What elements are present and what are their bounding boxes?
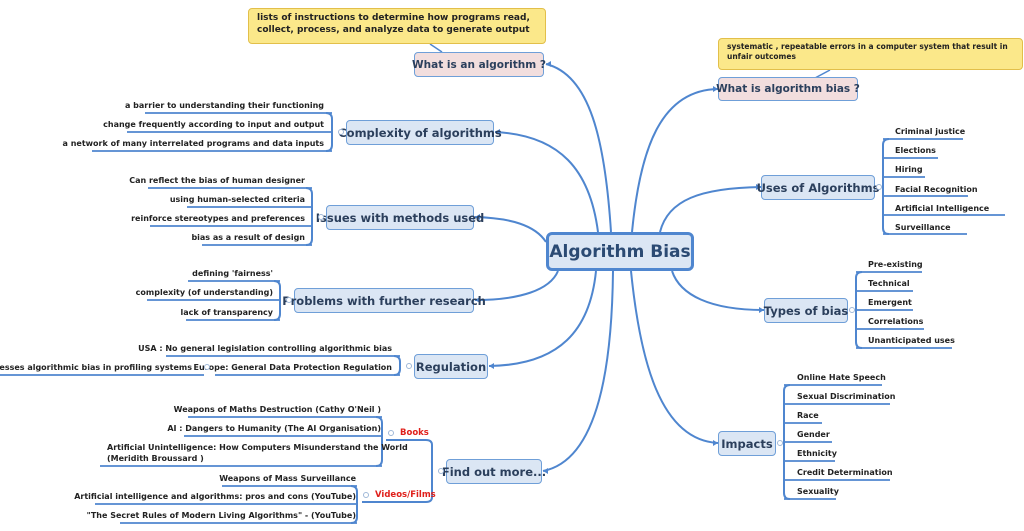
leaf-issues-4[interactable]: bias as a result of design [191, 233, 305, 242]
leaf-regulation-usa[interactable]: USA : No general legislation controlling… [138, 344, 392, 353]
leaf-regulation-europe[interactable]: Europe: General Data Protection Regulati… [193, 363, 392, 372]
topic-problems-with-research[interactable]: Problems with further research [282, 288, 486, 313]
leaf-impacts-7[interactable]: Sexuality [797, 487, 839, 496]
leaf-complexity-3[interactable]: a network of many interrelated programs … [62, 139, 324, 148]
line-to-what-is-bias [631, 88, 719, 233]
types-brace [855, 271, 863, 349]
collapse-toggle-books[interactable] [388, 430, 394, 436]
complexity-brace [325, 112, 333, 152]
collapse-toggle-videos[interactable] [363, 492, 369, 498]
arrow-what-is-algorithm [546, 61, 551, 67]
topic-what-is-algorithm[interactable]: What is an algorithm ? [412, 52, 546, 77]
topic-issues-with-methods[interactable]: Issues with methods used [316, 205, 484, 230]
leaf-video-1[interactable]: Weapons of Mass Surveillance [219, 474, 356, 483]
collapse-toggle-europe[interactable] [204, 364, 210, 370]
line-to-problems [474, 270, 559, 301]
leaf-europe-profiling[interactable]: addresses algorithmic bias in profiling … [0, 363, 192, 372]
leaf-types-1[interactable]: Pre-existing [868, 260, 923, 269]
leaf-types-5[interactable]: Unanticipated uses [868, 336, 955, 345]
leaf-book-3[interactable]: Artificial Unintelligence: How Computers… [107, 443, 408, 452]
leaf-types-2[interactable]: Technical [868, 279, 910, 288]
leaf-uses-2[interactable]: Elections [895, 146, 936, 155]
category-books[interactable]: Books [400, 428, 429, 438]
topic-uses-of-algorithms[interactable]: Uses of Algorithms [757, 175, 879, 200]
leaf-impacts-1[interactable]: Online Hate Speech [797, 373, 886, 382]
leaf-uses-4[interactable]: Facial Recognition [895, 185, 978, 194]
callout-algorithm-definition: lists of instructions to determine how p… [248, 8, 546, 44]
issues-brace [305, 187, 313, 246]
leaf-impacts-6[interactable]: Credit Determination [797, 468, 893, 477]
leaf-impacts-3[interactable]: Race [797, 411, 819, 420]
topic-impacts[interactable]: Impacts [718, 431, 776, 456]
leaf-uses-3[interactable]: Hiring [895, 165, 923, 174]
leaf-complexity-1[interactable]: a barrier to understanding their functio… [125, 101, 324, 110]
topic-regulation[interactable]: Regulation [414, 354, 488, 379]
collapse-toggle-problems[interactable] [286, 297, 292, 303]
leaf-uses-6[interactable]: Surveillance [895, 223, 951, 232]
leaf-book-2[interactable]: AI : Dangers to Humanity (The AI Organis… [167, 424, 381, 433]
collapse-toggle-impacts[interactable] [777, 440, 783, 446]
leaf-issues-2[interactable]: using human-selected criteria [169, 195, 305, 204]
leaf-issues-3[interactable]: reinforce stereotypes and preferences [131, 214, 305, 223]
uses-brace [882, 138, 890, 235]
topic-find-out-more[interactable]: Find out more... [442, 459, 546, 484]
leaf-types-3[interactable]: Emergent [868, 298, 912, 307]
line-to-issues [474, 216, 547, 243]
leaf-problems-2[interactable]: complexity (of understanding) [135, 288, 273, 297]
collapse-toggle-issues[interactable] [318, 214, 324, 220]
collapse-toggle-find-out-more[interactable] [438, 468, 444, 474]
collapse-toggle-regulation[interactable] [406, 363, 412, 369]
problems-brace [273, 280, 281, 321]
leaf-problems-3[interactable]: lack of transparency [180, 308, 273, 317]
leaf-video-3[interactable]: "The Secret Rules of Modern Living Algor… [86, 511, 356, 520]
category-videos-films[interactable]: Videos/Films [375, 490, 436, 500]
leaf-impacts-2[interactable]: Sexual Discrimination [797, 392, 896, 401]
collapse-toggle-types[interactable] [849, 307, 855, 313]
collapse-toggle-complexity[interactable] [338, 129, 344, 135]
regulation-brace [393, 355, 401, 376]
line-to-what-is-algorithm [545, 63, 612, 233]
leaf-impacts-4[interactable]: Gender [797, 430, 830, 439]
topic-complexity-of-algorithms[interactable]: Complexity of algorithms [338, 120, 502, 145]
line-to-impacts [630, 270, 719, 444]
topic-types-of-bias[interactable]: Types of bias [764, 298, 848, 323]
line-to-regulation [488, 270, 597, 367]
leaf-book-3-author: (Meridith Broussard ) [107, 454, 204, 463]
line-to-complexity [494, 131, 599, 233]
impacts-brace [783, 384, 791, 500]
central-topic-algorithm-bias[interactable]: Algorithm Bias [546, 232, 694, 271]
line-to-uses [659, 186, 762, 233]
line-to-types [671, 270, 765, 311]
leaf-types-4[interactable]: Correlations [868, 317, 924, 326]
leaf-uses-1[interactable]: Criminal justice [895, 127, 966, 136]
leaf-issues-1[interactable]: Can reflect the bias of human designer [129, 176, 305, 185]
leaf-uses-5[interactable]: Artificial Intelligence [895, 204, 990, 213]
collapse-toggle-uses[interactable] [876, 184, 882, 190]
callout-pointer-algorithm [429, 43, 443, 53]
leaf-problems-1[interactable]: defining 'fairness' [192, 269, 273, 278]
leaf-video-2[interactable]: Artificial intelligence and algorithms: … [74, 492, 356, 501]
callout-bias-definition: systematic , repeatable errors in a comp… [718, 38, 1023, 70]
leaf-complexity-2[interactable]: change frequently according to input and… [103, 120, 324, 129]
leaf-impacts-5[interactable]: Ethnicity [797, 449, 837, 458]
leaf-book-1[interactable]: Weapons of Maths Destruction (Cathy O'Ne… [173, 405, 381, 414]
topic-what-is-algorithm-bias[interactable]: What is algorithm bias ? [716, 77, 860, 101]
line-to-find-out-more [542, 270, 614, 472]
arrow-regulation [489, 363, 494, 369]
